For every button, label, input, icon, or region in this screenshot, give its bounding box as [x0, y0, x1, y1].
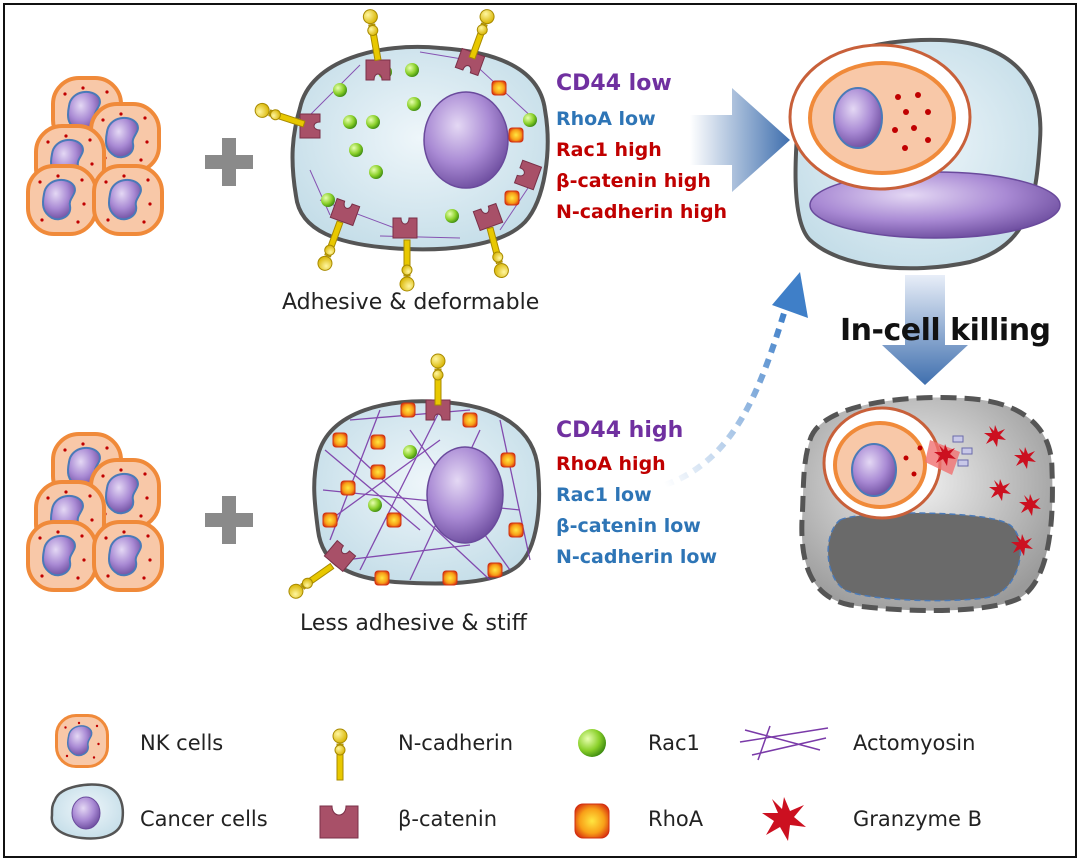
- bottom-marker-rac1: Rac1 low: [556, 484, 652, 506]
- top-marker-rac1: Rac1 high: [556, 139, 662, 161]
- top-cancer-cell: [252, 7, 550, 292]
- bottom-marker-cd44: CD44 high: [556, 418, 684, 443]
- legend-beta-catenin-icon: [319, 805, 359, 839]
- legend-beta-catenin-label: β-catenin: [398, 807, 498, 831]
- legend-n-cadherin-label: N-cadherin: [398, 731, 514, 755]
- nk-cell: [92, 520, 164, 592]
- top-nk-cluster: [26, 76, 164, 236]
- top-marker-n-cadherin: N-cadherin high: [556, 201, 728, 223]
- bottom-marker-beta-catenin: β-catenin low: [556, 515, 701, 537]
- nk-cell: [92, 164, 164, 236]
- dying-cancer-cell: [799, 395, 1055, 614]
- bottom-cancer-cell: [285, 353, 542, 602]
- in-cell-killing-title: In-cell killing: [840, 313, 1051, 348]
- top-marker-beta-catenin: β-catenin high: [556, 170, 711, 192]
- top-caption: Adhesive & deformable: [282, 290, 540, 315]
- legend-cancer-cell-icon: [50, 783, 124, 840]
- legend: [50, 714, 829, 841]
- legend-rhoa-icon: [574, 803, 610, 839]
- top-marker-cd44: CD44 low: [556, 71, 672, 96]
- legend-rac1-icon: [578, 729, 606, 757]
- bottom-caption: Less adhesive & stiff: [300, 611, 527, 636]
- bottom-nk-cluster: [26, 432, 164, 592]
- legend-rhoa-label: RhoA: [648, 807, 704, 831]
- bottom-plus-sign: [205, 496, 253, 544]
- legend-nk-cell-icon: [55, 714, 109, 768]
- legend-n-cadherin-icon: [332, 728, 348, 781]
- legend-actomyosin-icon: [739, 725, 829, 761]
- bottom-marker-rhoa: RhoA high: [556, 453, 666, 475]
- legend-cancer-cells-label: Cancer cells: [140, 807, 268, 831]
- dotted-arrow: [663, 272, 808, 488]
- legend-actomyosin-label: Actomyosin: [853, 731, 976, 755]
- top-plus-sign: [205, 138, 253, 186]
- legend-granzyme-b-label: Granzyme B: [853, 807, 982, 831]
- top-arrow: [690, 88, 790, 192]
- nk-engaged-cell: [788, 37, 1061, 271]
- bottom-marker-n-cadherin: N-cadherin low: [556, 546, 718, 568]
- down-arrow: [882, 275, 968, 385]
- legend-nk-cells-label: NK cells: [140, 731, 224, 755]
- legend-rac1-label: Rac1: [648, 731, 700, 755]
- legend-granzyme-b-icon: [762, 797, 806, 841]
- nk-cell: [26, 520, 98, 592]
- top-marker-rhoa: RhoA low: [556, 108, 656, 130]
- nk-cell: [26, 164, 98, 236]
